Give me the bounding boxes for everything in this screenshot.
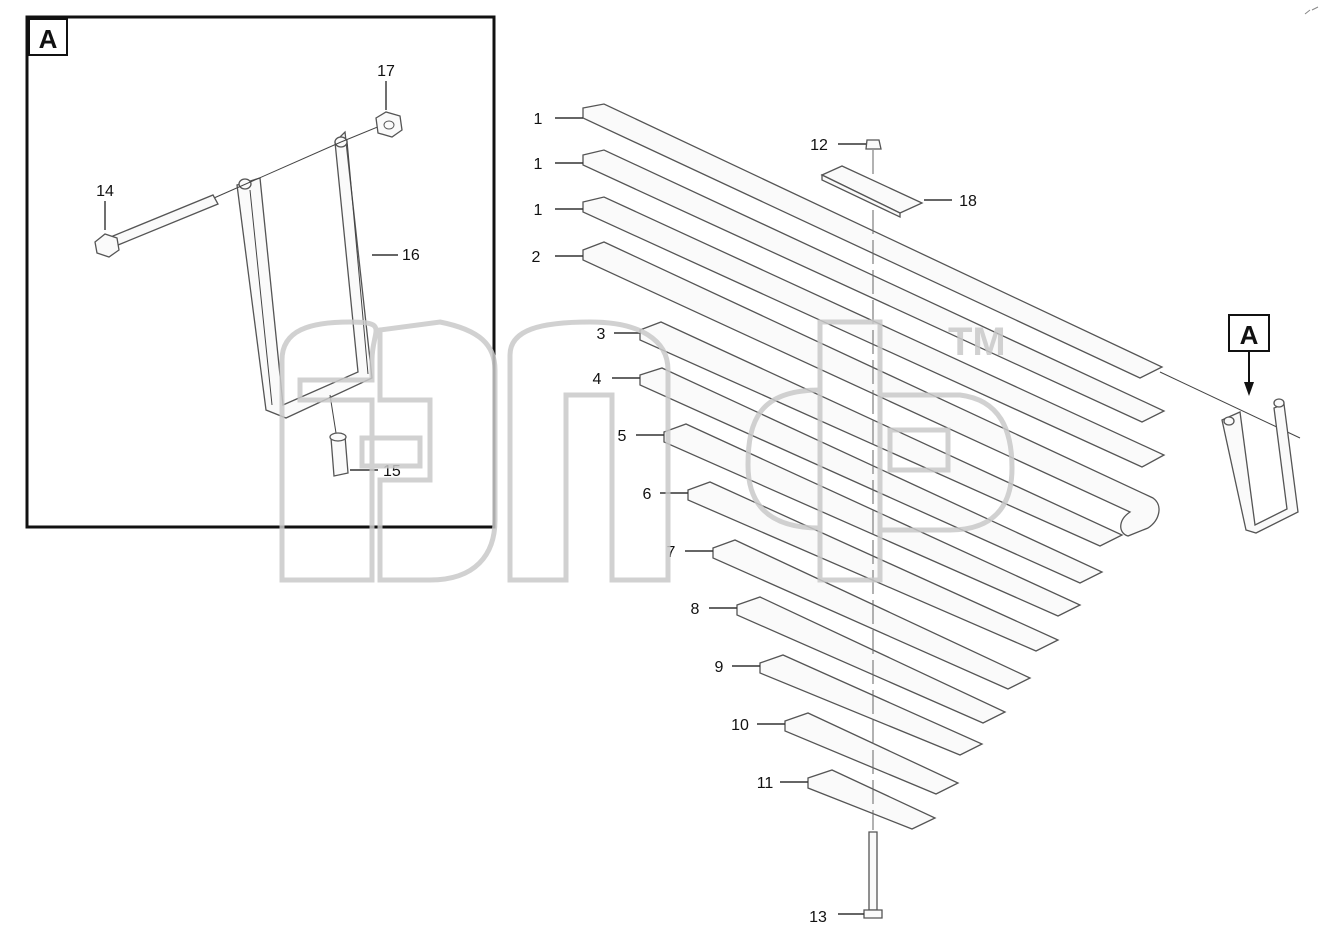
center-bolt [863, 831, 883, 919]
leaf-8 [736, 596, 1007, 724]
callout-16: 16 [402, 247, 420, 264]
callout-14: 14 [96, 183, 114, 200]
watermark-logo: TM [279, 319, 1015, 583]
leaf-7 [712, 539, 1032, 690]
shackle-assembly-small [1221, 398, 1299, 534]
center-bolt-nut [865, 139, 882, 150]
leaf-spring-stack [582, 103, 1301, 919]
callout-12: 12 [810, 137, 828, 154]
trademark-mark: TM [948, 320, 1006, 364]
callout-10: 10 [731, 717, 749, 734]
callout-8: 8 [691, 601, 700, 618]
shackle-nut [340, 111, 403, 143]
spacer-plate [820, 165, 924, 219]
callout-3: 3 [597, 326, 606, 343]
callout-2: 2 [532, 249, 541, 266]
detail-a-view: A 14 17 16 [25, 15, 496, 529]
shackle-link [236, 130, 373, 419]
leaf-11 [807, 769, 937, 830]
callout-4: 4 [593, 371, 602, 388]
callout-5: 5 [618, 428, 627, 445]
callout-1a: 1 [534, 111, 543, 128]
callout-18: 18 [959, 193, 977, 210]
leaf-10 [784, 712, 960, 795]
leaf-9 [759, 654, 984, 756]
callout-7: 7 [667, 544, 676, 561]
leaf-6 [687, 481, 1060, 652]
shackle-bolt [94, 141, 342, 258]
callout-6: 6 [643, 486, 652, 503]
detail-a-reference-tag: A [1240, 320, 1259, 350]
grease-fitting [329, 394, 349, 477]
callout-11: 11 [757, 775, 774, 792]
leaf-5 [663, 423, 1082, 617]
callout-1b: 1 [534, 156, 543, 173]
leaf-wrapper [582, 241, 1160, 537]
detail-a-tag: A [39, 24, 58, 54]
callout-17: 17 [377, 63, 395, 80]
callout-9: 9 [715, 659, 724, 676]
callout-13: 13 [809, 909, 827, 926]
callouts: 1 1 1 2 3 4 5 6 7 8 9 10 11 12 18 13 [532, 111, 977, 926]
corner-mark [1304, 6, 1319, 15]
callout-1c: 1 [534, 202, 543, 219]
detail-a-reference: A [1221, 314, 1299, 534]
